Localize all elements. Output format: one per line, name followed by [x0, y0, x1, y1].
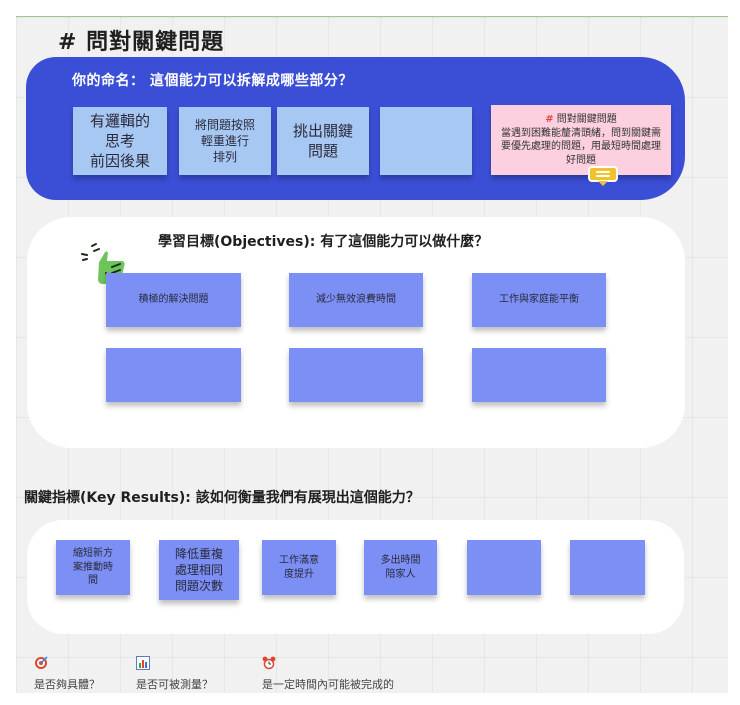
- comment-icon-tail: [598, 181, 608, 186]
- legend-measurable-label: 是否可被測量？: [136, 678, 213, 691]
- legend-time-bound-label: 是一定時間內可能被完成的: [262, 678, 394, 691]
- key-results-title: 關鍵指標(Key Results): 該如何衡量我們有展現出這個能力？: [24, 490, 420, 506]
- hash-symbol: #: [545, 114, 554, 125]
- objective-sticky-4[interactable]: [106, 348, 241, 402]
- kr-sticky-2[interactable]: 降低重複 處理相同 問題次數: [159, 540, 239, 600]
- naming-sticky-3[interactable]: 挑出關鍵 問題: [277, 107, 369, 175]
- definition-heading: 問對關鍵問題: [556, 114, 617, 125]
- target-icon: [35, 656, 48, 669]
- kr-sticky-5[interactable]: [467, 540, 541, 595]
- naming-sticky-1[interactable]: 有邏輯的 思考 前因後果: [73, 107, 167, 175]
- bar-chart-icon: [136, 656, 150, 670]
- legend-specific-label: 是否夠具體？: [34, 678, 100, 691]
- objective-sticky-3[interactable]: 工作與家庭能平衡: [472, 273, 606, 327]
- comment-icon[interactable]: [588, 166, 618, 182]
- definition-sticky[interactable]: # 問對關鍵問題 當遇到困難能釐清頭緒，問到關鍵需要優先處理的問題，用最短時間處…: [491, 105, 671, 175]
- objective-sticky-1[interactable]: 積極的解決問題: [106, 273, 241, 327]
- alarm-clock-icon: [262, 656, 276, 670]
- definition-body: 當遇到困難能釐清頭緒，問到關鍵需要優先處理的問題，用最短時間處理好問題: [501, 127, 661, 166]
- definition-heading-line: # 問對關鍵問題: [545, 113, 617, 127]
- naming-prompt: 你的命名： 這個能力可以拆解成哪些部分？: [72, 73, 353, 89]
- naming-sticky-4[interactable]: [380, 107, 472, 175]
- page-title: # 問對關鍵問題: [58, 30, 225, 55]
- kr-sticky-3[interactable]: 工作滿意 度提升: [262, 540, 336, 595]
- kr-sticky-1[interactable]: 縮短新方 案推動時 間: [56, 540, 130, 595]
- kr-sticky-4[interactable]: 多出時間 陪家人: [364, 540, 437, 595]
- objective-sticky-2[interactable]: 減少無效浪費時間: [289, 273, 423, 327]
- objective-sticky-5[interactable]: [289, 348, 423, 402]
- objectives-panel[interactable]: [27, 217, 685, 448]
- kr-sticky-6[interactable]: [570, 540, 645, 595]
- objectives-title: 學習目標(Objectives): 有了這個能力可以做什麼？: [158, 234, 489, 250]
- objective-sticky-6[interactable]: [472, 348, 606, 402]
- naming-sticky-2[interactable]: 將問題按照 輕重進行 排列: [179, 107, 271, 175]
